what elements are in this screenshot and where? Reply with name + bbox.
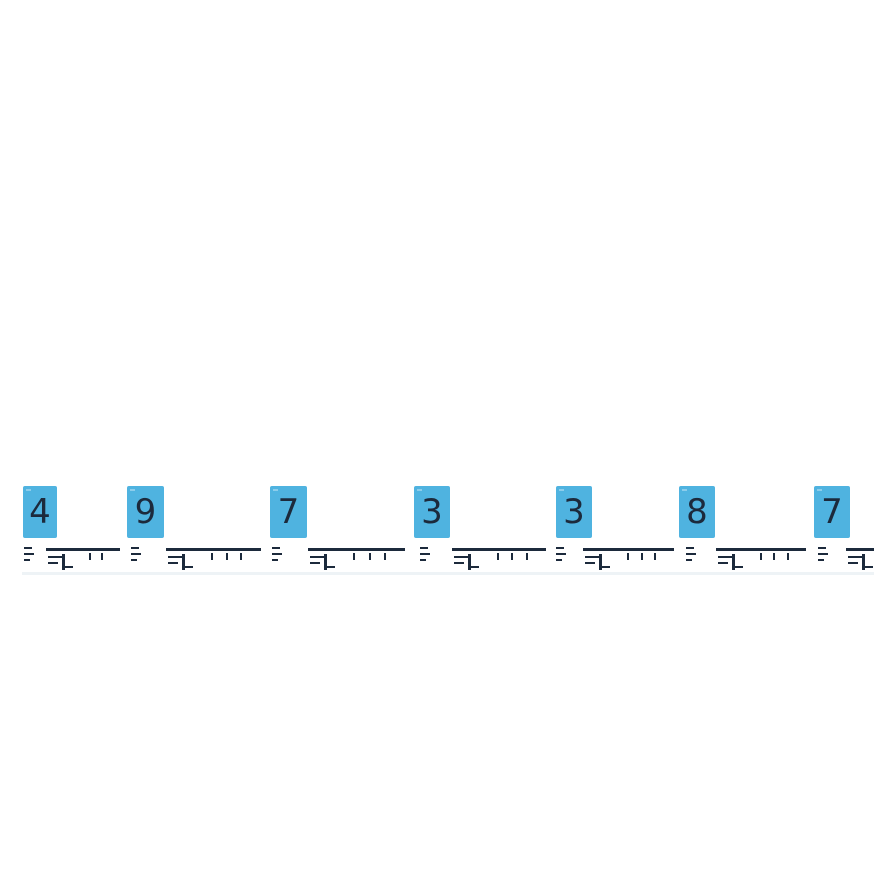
digit-label-1: 4 <box>29 492 51 532</box>
strip-mark-12 <box>226 553 228 560</box>
strip-mark-6 <box>101 553 103 560</box>
strip-mark-52 <box>272 547 280 549</box>
strip-mark-18 <box>353 553 355 560</box>
strip-baseline <box>22 572 874 575</box>
strip-mark-54 <box>272 559 278 561</box>
strip-mark-65 <box>818 553 828 555</box>
strip-mark-17 <box>326 566 335 568</box>
digit-label-3: 7 <box>277 492 300 532</box>
strip-mark-51 <box>131 559 137 561</box>
strip-mark-55 <box>420 547 428 549</box>
digit-label-4: 3 <box>421 492 443 532</box>
strip-mark-61 <box>686 547 694 549</box>
strip-mark-1 <box>48 556 62 558</box>
strip-mark-21 <box>454 556 468 558</box>
strip-mark-37 <box>732 554 735 570</box>
strip-mark-8 <box>168 562 178 564</box>
strip-rule-3 <box>308 548 405 551</box>
strip-mark-25 <box>497 553 499 560</box>
strip-mark-15 <box>310 562 320 564</box>
digit-tile-4: 3 <box>414 486 450 538</box>
strip-mark-27 <box>526 553 528 560</box>
strip-mark-33 <box>641 553 643 560</box>
digit-tile-6: 8 <box>679 486 715 538</box>
strip-mark-29 <box>585 562 595 564</box>
strip-mark-14 <box>310 556 324 558</box>
strip-rule-5 <box>583 548 674 551</box>
strip-mark-50 <box>131 553 141 555</box>
digit-label-6: 8 <box>686 492 708 532</box>
strip-mark-26 <box>511 553 513 560</box>
strip-mark-34 <box>654 553 656 560</box>
strip-mark-19 <box>369 553 371 560</box>
digit-tile-1: 4 <box>23 486 57 538</box>
strip-mark-39 <box>760 553 762 560</box>
strip-mark-9 <box>182 554 185 570</box>
strip-mark-60 <box>556 559 562 561</box>
strip-mark-41 <box>787 553 789 560</box>
strip-mark-11 <box>211 553 213 560</box>
digit-tile-7: 7 <box>814 486 850 538</box>
strip-mark-20 <box>384 553 386 560</box>
strip-mark-66 <box>818 559 824 561</box>
strip-mark-22 <box>454 562 464 564</box>
strip-mark-44 <box>862 554 865 570</box>
strip-mark-13 <box>240 553 242 560</box>
strip-rule-1 <box>46 548 120 551</box>
strip-mark-3 <box>62 554 65 570</box>
strip-mark-36 <box>718 562 728 564</box>
strip-mark-42 <box>848 556 862 558</box>
strip-mark-4 <box>64 566 73 568</box>
strip-mark-28 <box>585 556 599 558</box>
digit-tile-3: 7 <box>270 486 307 538</box>
digit-label-7: 7 <box>821 492 843 532</box>
strip-mark-30 <box>599 554 602 570</box>
strip-mark-32 <box>627 553 629 560</box>
strip-mark-48 <box>24 559 30 561</box>
strip-rule-4 <box>452 548 546 551</box>
strip-mark-63 <box>686 559 692 561</box>
strip-mark-43 <box>848 562 858 564</box>
digit-label-5: 3 <box>563 492 585 532</box>
digit-tile-5: 3 <box>556 486 592 538</box>
strip-mark-35 <box>718 556 732 558</box>
digit-label-2: 9 <box>134 492 157 532</box>
strip-mark-38 <box>734 566 743 568</box>
strip-mark-23 <box>468 554 471 570</box>
strip-rule-2 <box>166 548 261 551</box>
strip-mark-58 <box>556 547 564 549</box>
strip-mark-5 <box>89 553 91 560</box>
strip-mark-47 <box>24 553 34 555</box>
strip-rule-6 <box>716 548 806 551</box>
strip-mark-46 <box>24 547 32 549</box>
strip-mark-10 <box>184 566 193 568</box>
strip-mark-7 <box>168 556 182 558</box>
strip-mark-31 <box>601 566 610 568</box>
strip-mark-57 <box>420 559 426 561</box>
strip-rule-7 <box>846 548 874 551</box>
strip-mark-64 <box>818 547 826 549</box>
digit-tile-2: 9 <box>127 486 164 538</box>
strip-mark-53 <box>272 553 282 555</box>
strip-mark-49 <box>131 547 139 549</box>
strip-mark-16 <box>324 554 327 570</box>
strip-mark-56 <box>420 553 430 555</box>
strip-mark-40 <box>773 553 775 560</box>
strip-mark-24 <box>470 566 479 568</box>
strip-mark-45 <box>864 566 873 568</box>
strip-mark-62 <box>686 553 696 555</box>
strip-mark-2 <box>48 562 58 564</box>
strip-mark-59 <box>556 553 566 555</box>
